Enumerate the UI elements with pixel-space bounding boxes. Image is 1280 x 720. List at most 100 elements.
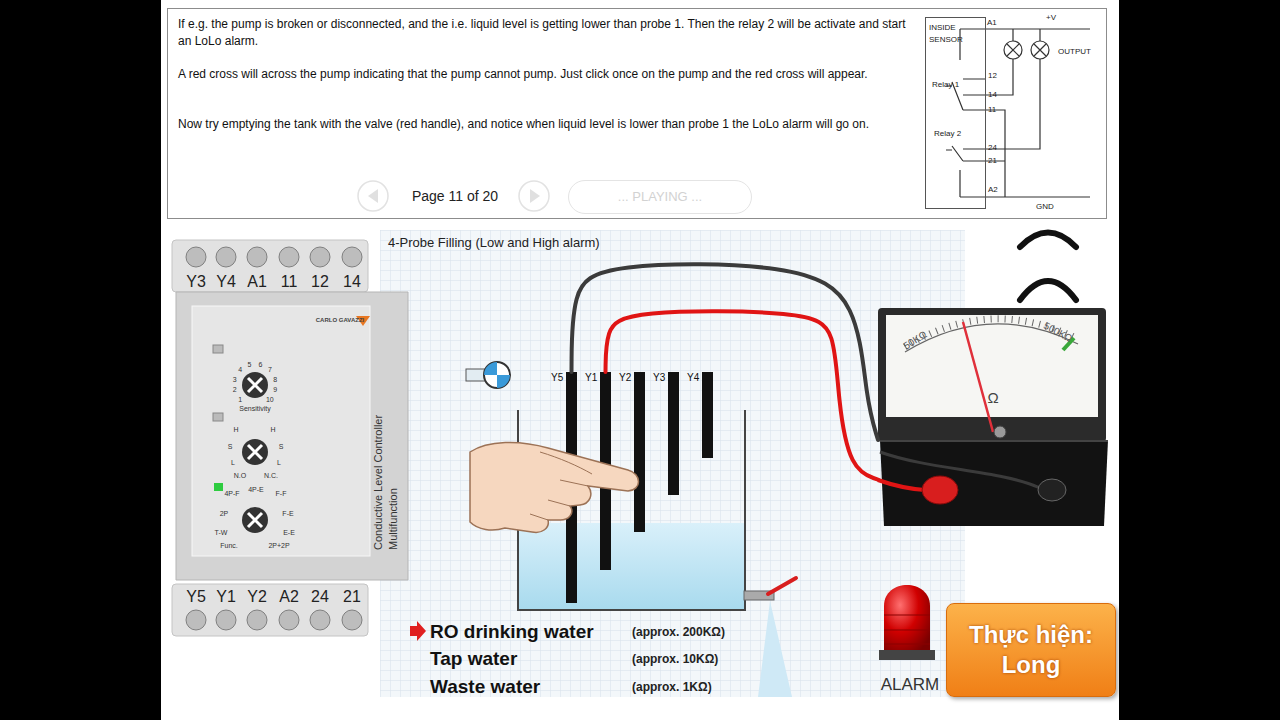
alarm-beacon [884,585,930,652]
probe-rod: Y3 [668,372,679,495]
test-lead [880,452,1040,488]
grid-panel [380,230,965,697]
node-text: Y4 [687,372,699,384]
dial-setting: H [233,426,238,434]
terminal-screw [279,247,299,267]
dip-switch [213,345,223,353]
node-text: Y3 [653,372,665,384]
node-text: INSIDE SENSOR [929,22,981,46]
terminal-screw [247,610,267,630]
adjust-dial [242,372,268,398]
terminal-screw [342,610,362,630]
common-wire [985,110,1005,197]
page-counter: Page 11 of 20 [412,188,498,205]
back-button [358,181,388,211]
sensor-box: INSIDE SENSOR [925,17,986,209]
terminal-screw [310,610,330,630]
black-test-lead [572,264,879,440]
terminal-label: 11 [281,272,298,291]
terminal-label: Y2 [247,587,267,606]
node-text: 50KΩ [901,328,929,352]
signal-arc [1020,233,1076,248]
terminal-label: Y4 [216,272,236,291]
dial-setting: 4P-E [248,486,264,494]
circuit-label: Relay 1 [932,80,959,90]
terminal-screw [342,247,362,267]
terminal-screw [216,610,236,630]
node-text: 500KΩ [1041,319,1074,345]
water [519,523,744,610]
circuit-label: +V [1046,13,1056,23]
node-text: Ω [987,388,998,407]
dial-number: 6 [258,361,262,369]
dial-setting: Func. [220,542,238,550]
dial-number: 7 [268,366,272,374]
dial-number: 10 [266,396,274,404]
dial-slot [248,378,262,392]
node-text: Now try emptying the tank with the valve… [178,116,913,133]
water-type: RO drinking water [430,620,594,643]
pointing-hand [470,442,639,532]
dial-number: 1 [238,396,242,404]
output-wire [985,59,1013,95]
ground-wire [985,196,1090,197]
water-type: Waste water [430,675,540,698]
output-wire [985,59,1040,149]
circuit-label: A2 [988,185,998,195]
adjust-dial [242,507,268,533]
dial-setting: H [270,426,275,434]
grid-panel [380,230,965,697]
node-text: ... PLAYING ... [569,181,751,213]
terminal-label: 21 [343,587,361,606]
node-text: Y1 [585,372,597,384]
terminal-label: Y1 [216,587,236,606]
terminal-screw [216,247,236,267]
page-background [161,0,1119,720]
test-lead [878,480,925,490]
dial-number: 5 [248,361,252,369]
status-led [214,483,223,491]
terminal-screw [186,247,206,267]
node-text: 4-Probe Filling (Low and High alarm) [388,235,600,251]
beacon-rib [884,615,930,644]
supply-wire [985,28,1090,29]
sensor-wire [960,29,985,197]
meter-edge [880,440,1108,442]
terminal-label: A2 [279,587,299,606]
dial-setting: L [277,459,281,467]
back-arrow [368,189,378,203]
dial-caption: Sensitivity [239,405,271,413]
terminal-label: Y5 [186,587,206,606]
dial-number: 4 [238,366,242,374]
node-text: Y2 [619,372,631,384]
dial-number: 2 [233,386,237,394]
water-stream [758,601,792,697]
circuit-label: GND [1036,202,1054,212]
controller-face [192,306,370,556]
finger-crease [530,452,592,520]
dial-setting: E-E [283,529,295,537]
beacon-base [879,650,935,660]
circuit-label: Relay 2 [934,129,961,139]
node-text: Y5 [551,372,563,384]
terminal-screw [279,610,299,630]
circuit-label: 12 [988,71,997,81]
meter-face [886,315,1098,417]
pump-symbol [484,362,510,388]
level-controller: CARLO GAVAZZIConductive Level Controller… [172,238,408,636]
circuit-label: A1 [987,18,997,28]
scale-ticks [905,319,1078,347]
node-text: A red cross will across the pump indicat… [178,66,913,83]
controller-body [176,292,408,580]
meter-needle [963,322,993,432]
node-text: If e.g. the pump is broken or disconnect… [178,16,913,50]
resistance-value: (approx. 200KΩ) [632,625,725,639]
red-terminal [922,476,958,504]
dial-number: 3 [233,376,237,384]
signal-arc [1020,281,1076,300]
dial-setting: F-F [276,490,287,498]
dial-setting: 4P-F [224,490,239,498]
terminal-screw [247,247,267,267]
dip-switch [213,413,223,421]
